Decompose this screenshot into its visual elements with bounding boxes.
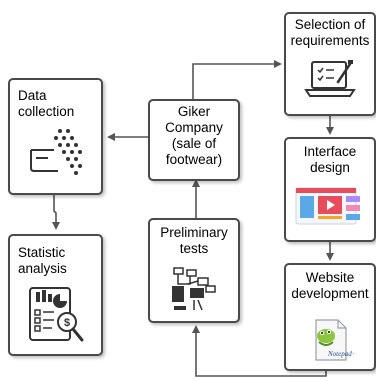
- data-collection-label-2: collection: [18, 104, 75, 119]
- statistic-analysis-label-2: analysis: [18, 261, 67, 276]
- data-collection-label-1: Data: [18, 88, 47, 103]
- interface-design-label-2: design: [310, 160, 350, 175]
- arrow-website-to-preliminary: [192, 325, 327, 377]
- giker-company-label-3: (sale of: [171, 136, 217, 151]
- giker-company-label-4: footwear): [165, 152, 223, 167]
- web-interface-icon: [295, 187, 360, 225]
- test-flow-icon: [172, 267, 216, 311]
- website-development-box: [284, 263, 376, 371]
- selection-requirements-label-1: Selection of: [294, 17, 366, 32]
- notepad-plus-plus-icon: Notepad++: [315, 319, 354, 361]
- svg-text:$: $: [64, 317, 70, 329]
- selection-requirements-box: [284, 12, 376, 116]
- website-development-label-2: development: [291, 286, 369, 301]
- website-development-label-1: Website: [305, 270, 355, 285]
- giker-company-label-1: Giker: [177, 104, 211, 119]
- giker-company-box: [148, 99, 240, 181]
- statistic-analysis-label-1: Statistic: [18, 245, 66, 260]
- selection-requirements-label-2: requirements: [290, 33, 370, 48]
- data-dots-icon: [30, 129, 82, 175]
- giker-company-label-2: Company: [165, 120, 223, 135]
- svg-text:Notepad++: Notepad++: [327, 350, 354, 358]
- arrow-data-collection-to-statistic: [52, 194, 60, 230]
- preliminary-tests-label-1: Preliminary: [160, 225, 228, 240]
- statistic-analysis-box: [8, 234, 103, 356]
- interface-design-label-1: Interface: [303, 144, 357, 159]
- preliminary-tests-label-2: tests: [179, 241, 209, 256]
- laptop-checklist-icon: [304, 60, 356, 97]
- arrow-giker-to-selection: [192, 60, 282, 99]
- report-magnifier-icon: $: [29, 287, 84, 342]
